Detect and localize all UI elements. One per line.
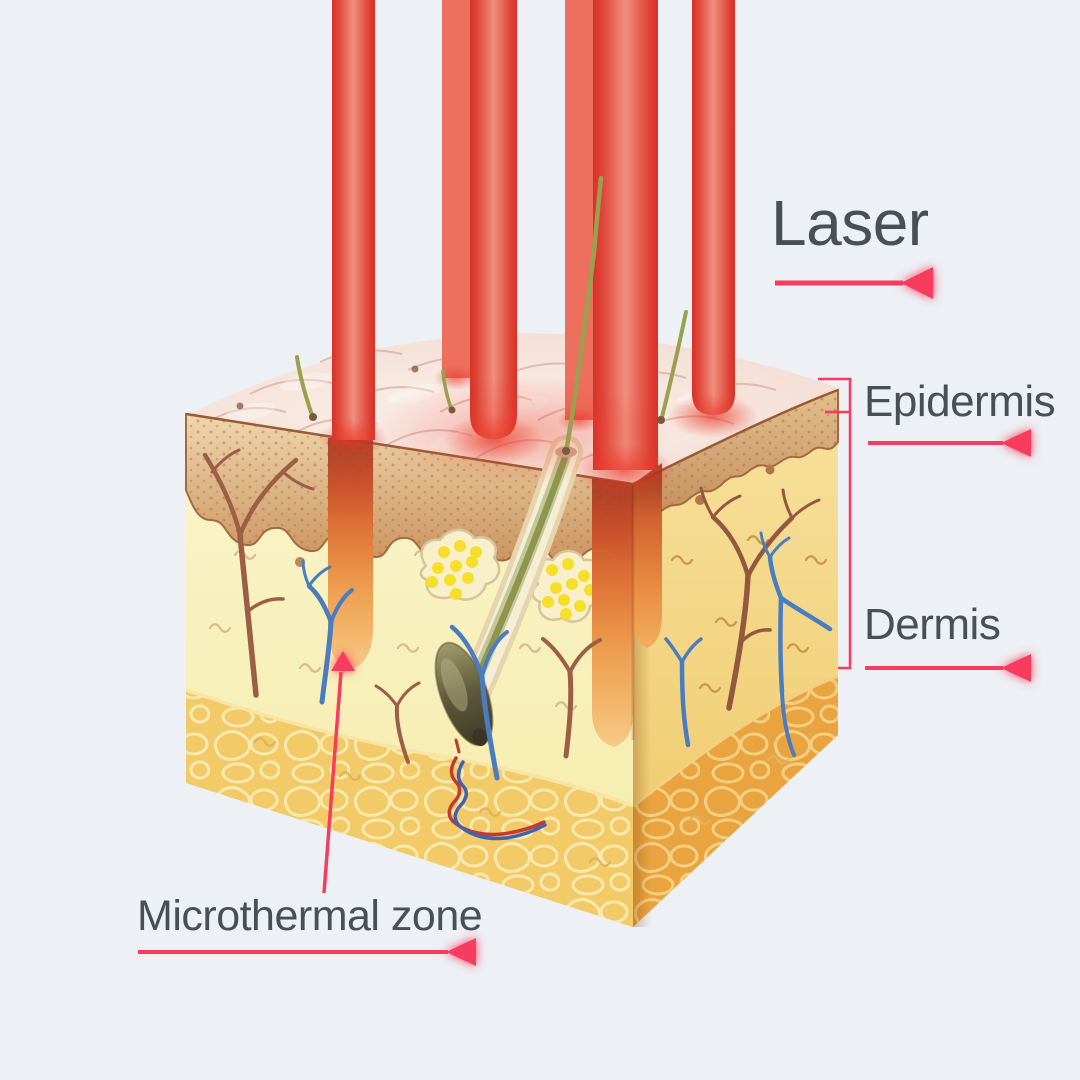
microthermal-pointer-triangle-icon (331, 651, 355, 671)
laser-label: Laser (771, 187, 929, 259)
blue-vessel-left (301, 559, 354, 705)
skin-pores (236, 365, 419, 410)
brown-vessel-right (699, 486, 821, 711)
surface-hairs (295, 175, 688, 455)
laser-beam-3-back (565, 0, 593, 420)
laser-beam-2 (470, 0, 517, 439)
skin-block (185, 333, 839, 927)
follicle-capillary (447, 738, 547, 841)
microthermal-pointer-line (322, 671, 343, 894)
microthermal-column-center-front (592, 478, 633, 747)
dermis-arrow-triangle-icon (1001, 654, 1031, 682)
blue-vessels-right (664, 531, 833, 757)
laser-beams (332, 0, 735, 470)
hair-base-dots (309, 406, 665, 455)
laser-annotation: Laser (771, 187, 933, 299)
long-hair (563, 175, 604, 455)
epidermis-arrow-triangle-icon (1001, 429, 1031, 457)
dermis-annotation: Dermis (864, 600, 1031, 682)
microthermal-zone-label: Microthermal zone (137, 892, 482, 940)
microthermal-column-center-side (633, 463, 662, 648)
epidermis-band-front (185, 412, 634, 590)
laser-arrow-triangle-icon (901, 267, 933, 299)
blood-vessels (202, 448, 833, 841)
laser-beam-1 (332, 0, 375, 440)
microthermal-columns (328, 438, 662, 747)
annotations: Laser Epidermis Dermis Microthermal zone (137, 187, 1056, 966)
blue-vessel-center (449, 624, 509, 781)
microthermal-arrow-triangle-icon (446, 938, 476, 966)
microthermal-zone-annotation: Microthermal zone (137, 651, 483, 966)
gland-lipid-dots (426, 540, 596, 620)
epidermis-label: Epidermis (864, 377, 1055, 426)
brown-vessel-center (374, 637, 602, 764)
brown-vessel-left (202, 448, 315, 698)
layer-bracket (818, 377, 852, 670)
laser-beam-4 (692, 0, 735, 415)
epidermis-annotation: Epidermis (864, 377, 1056, 457)
laser-beam-2-back (442, 0, 470, 378)
dermis-label: Dermis (864, 600, 1000, 649)
hair-bulb (434, 641, 494, 747)
microthermal-column-left (328, 438, 373, 670)
sebaceous-glands (419, 528, 605, 623)
